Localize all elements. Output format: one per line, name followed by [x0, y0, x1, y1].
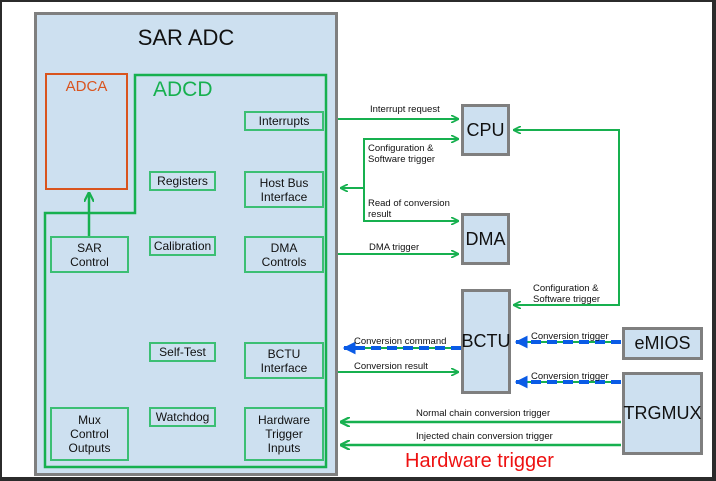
self-test-block: Self-Test [149, 342, 216, 362]
watchdog-block: Watchdog [149, 407, 216, 427]
label-normal-chain-trigger: Normal chain conversion trigger [416, 408, 551, 419]
sar-adc-title: SAR ADC [137, 25, 235, 50]
label-conversion-trigger-emios: Conversion trigger [531, 331, 609, 342]
adcd-outline [43, 73, 328, 469]
host-bus-interface-block: Host Bus Interface [244, 171, 324, 208]
cpu-block: CPU [461, 104, 510, 156]
mux-control-outputs-block: Mux Control Outputs [50, 407, 129, 461]
label-injected-chain-trigger: Injected chain conversion trigger [416, 431, 553, 442]
label-dma-trigger: DMA trigger [369, 242, 420, 253]
cpu-label: CPU [466, 119, 505, 140]
label-conversion-result: Conversion result [354, 361, 428, 372]
dma-label: DMA [465, 228, 506, 249]
sar-control-block: SAR Control [50, 236, 129, 273]
trgmux-label: TRGMUX [623, 403, 702, 423]
label-conversion-command: Conversion command [354, 336, 447, 347]
adca-label: ADCA [65, 78, 108, 95]
bctu-label: BCTU [461, 331, 511, 351]
calibration-block: Calibration [149, 236, 216, 256]
adca-block: ADCA [45, 73, 128, 190]
hardware-trigger-label: Hardware trigger [405, 450, 554, 472]
bctu-interface-block: BCTU Interface [244, 342, 324, 379]
dma-block: DMA [461, 213, 510, 265]
label-conversion-trigger-trgmux: Conversion trigger [531, 371, 609, 382]
bctu-block: BCTU [461, 289, 511, 394]
label-config-sw-trigger-bctu: Configuration & Software trigger [533, 283, 601, 305]
emios-block: eMIOS [622, 327, 703, 360]
registers-block: Registers [149, 171, 216, 191]
adcd-label: ADCD [153, 78, 213, 101]
label-interrupt-request: Interrupt request [370, 104, 440, 115]
wire-config-cpu [363, 139, 458, 188]
label-config-sw-trigger-cpu: Configuration & Software trigger [368, 143, 436, 165]
wire-cpu-bctu-config [513, 129, 620, 305]
trgmux-block: TRGMUX [622, 372, 703, 455]
dma-controls-block: DMA Controls [244, 236, 324, 273]
hardware-trigger-inputs-block: Hardware Trigger Inputs [244, 407, 324, 461]
interrupts-block: Interrupts [244, 111, 324, 131]
label-read-conversion-result: Read of conversion result [368, 198, 450, 220]
emios-label: eMIOS [634, 333, 691, 353]
wire-read-result-dma [363, 188, 458, 221]
